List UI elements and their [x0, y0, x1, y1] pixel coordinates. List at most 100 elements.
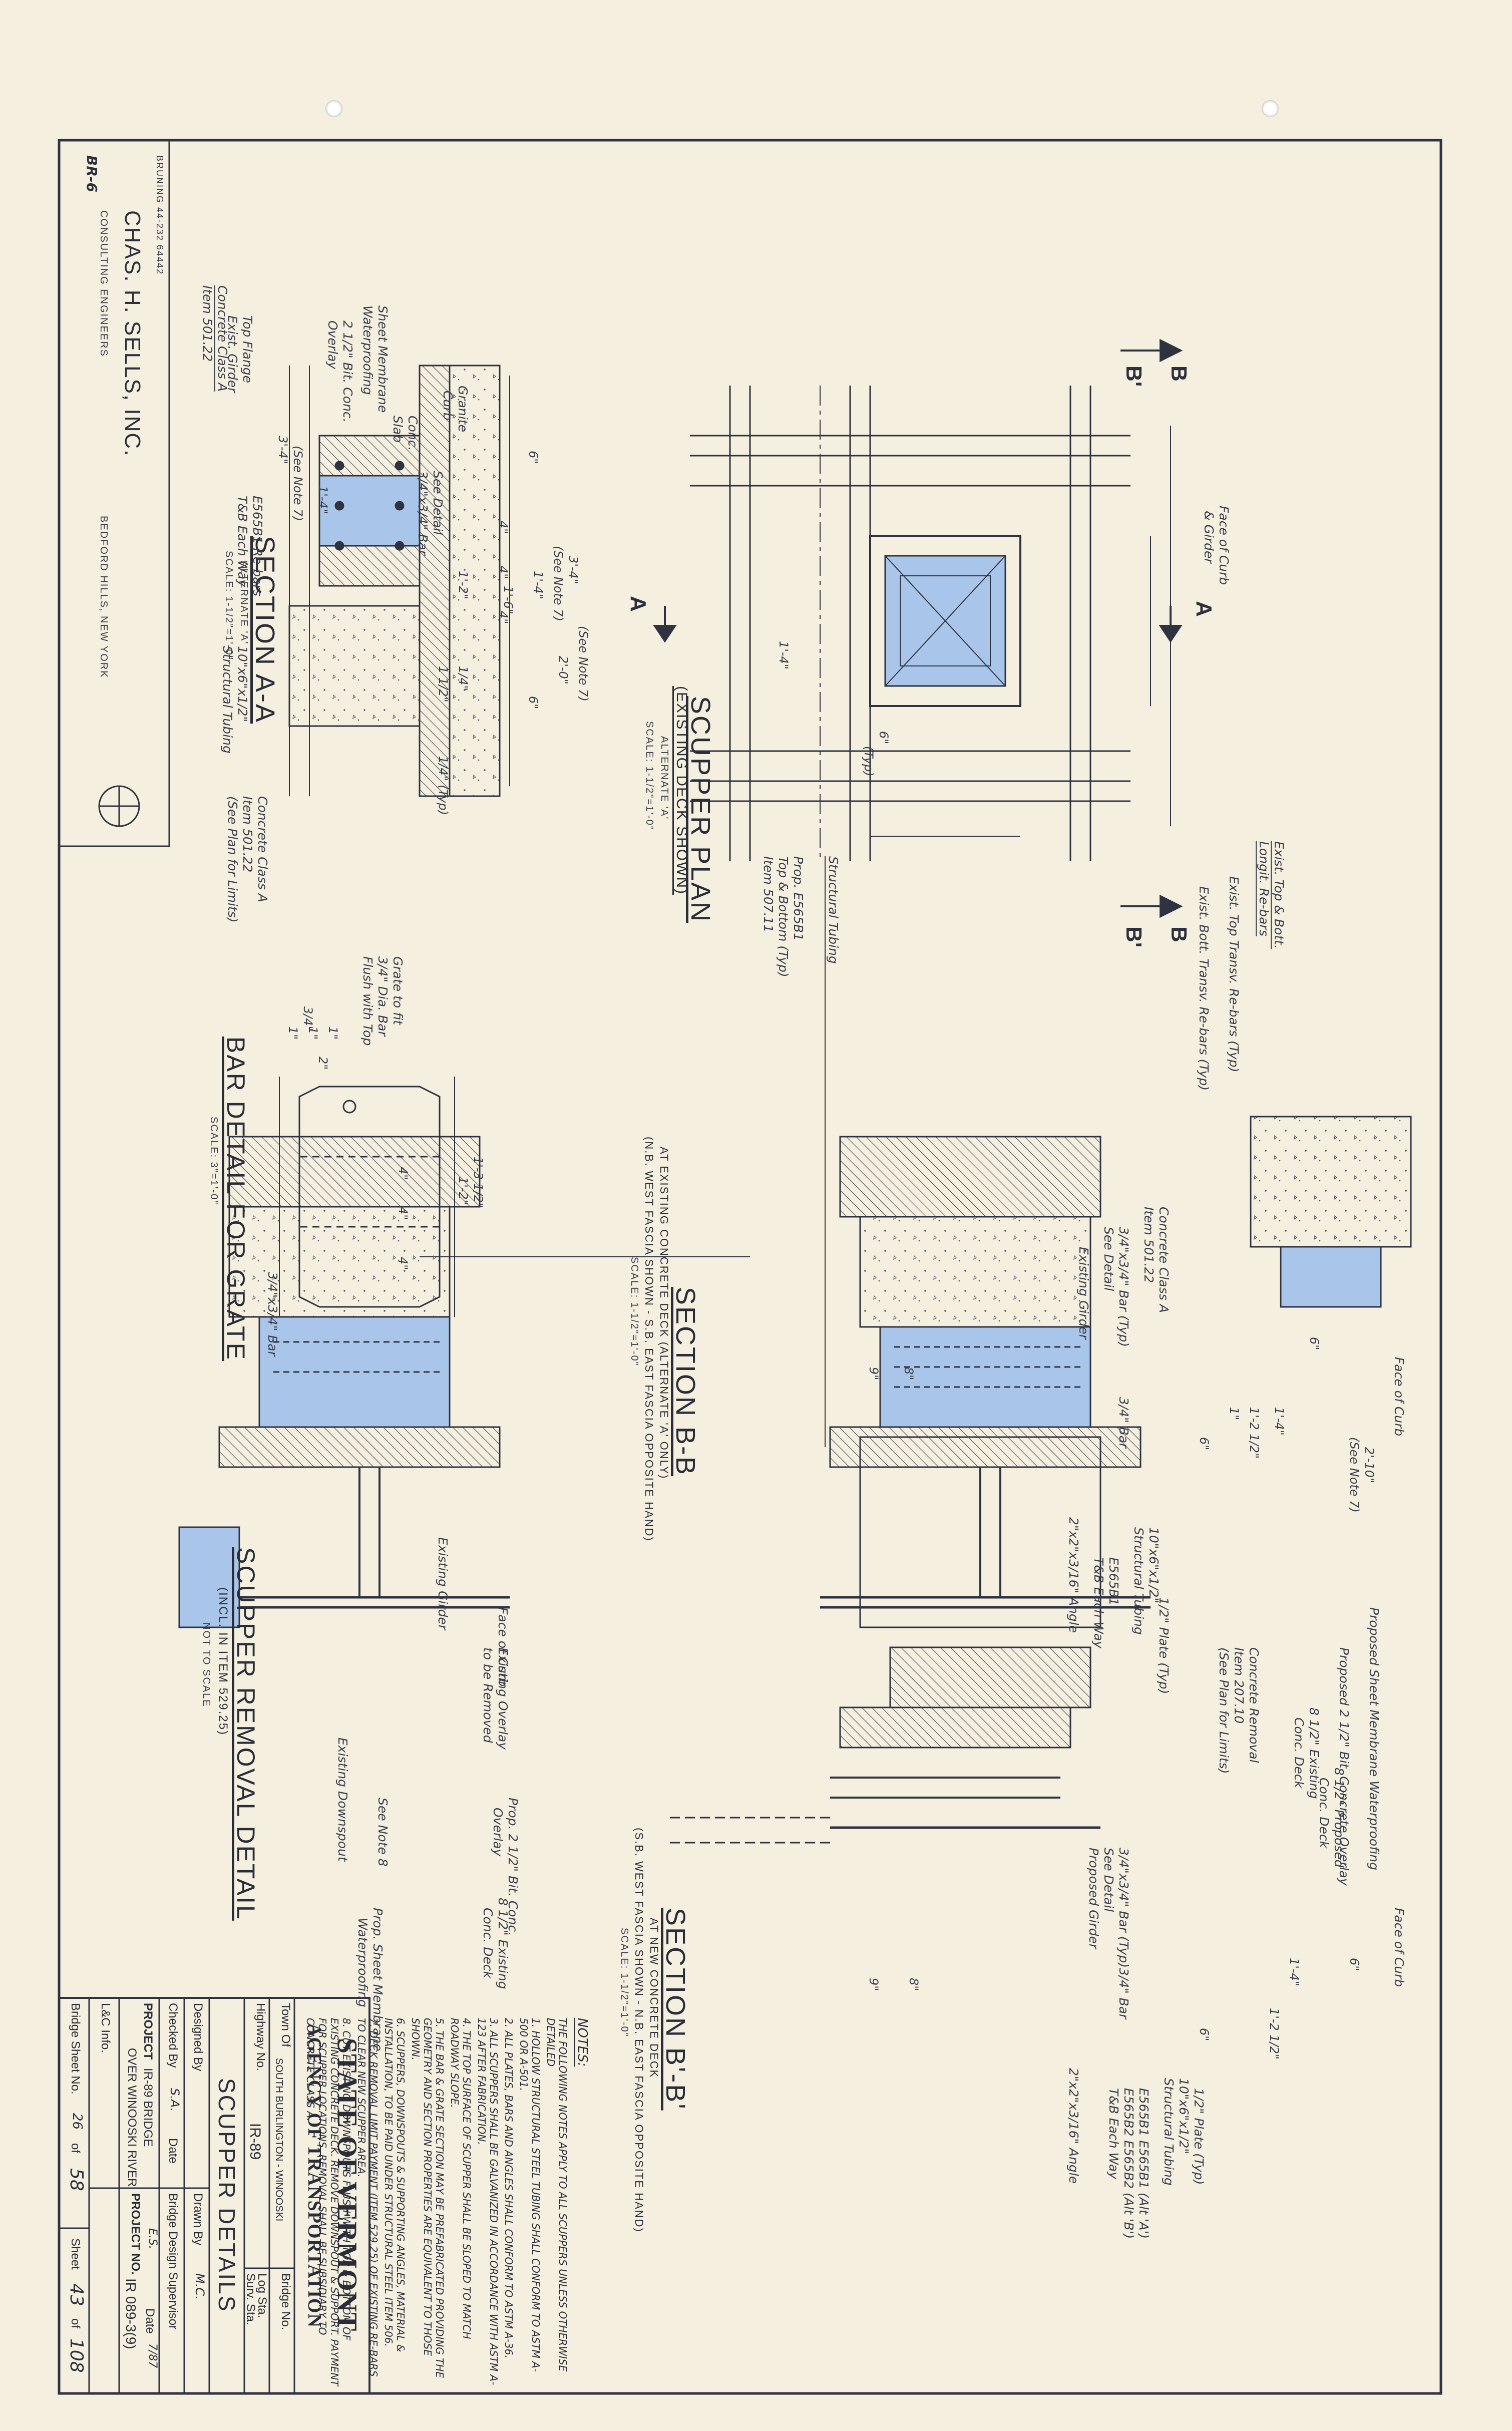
aa-see-note-7: (See Note 7) — [551, 546, 565, 621]
bbp-bar: 3/4" Bar — [1116, 1968, 1131, 2019]
tb-project-no-label: PROJECT NO. — [129, 2193, 142, 2275]
section-bb-title: SECTION B-B — [670, 1287, 700, 1477]
bar-grate-note-2: 3/4" Dia. Bar — [375, 956, 390, 1036]
aa-rebars: E565B1 Re-bars — [250, 496, 265, 596]
bb-see-plan: (See Plan for Limits) — [1217, 1647, 1231, 1774]
aa-each-way: T&B Each Way — [235, 496, 250, 587]
bar-dim-5: 2" — [316, 1057, 330, 1070]
bbp-dim-3: 1'-2 1/2" — [1267, 2008, 1281, 2060]
tb-highway-value: IR-89 — [247, 2123, 263, 2160]
plan-dim-2: 1'-4" — [316, 486, 330, 514]
tb-sheet-total: 108 — [66, 2338, 87, 2373]
aa-dim-4: 4" — [496, 521, 510, 534]
drawing-content: BRUNING 44-232 64442 BR-6 CHAS. H. SELLS… — [49, 125, 1451, 2408]
tb-checked-by-label: Checked By — [166, 2003, 180, 2068]
rd-conc-deck: Conc. Deck — [481, 1908, 495, 1979]
aa-sheet-membrane: Sheet Membrane — [375, 305, 390, 413]
tb-bridge-sheet-label: Bridge Sheet No. — [69, 2003, 82, 2095]
bb-concrete-item: Item 501.22 — [1142, 1207, 1156, 1283]
sheet-code: BR-6 — [84, 155, 100, 193]
bbp-rebars-1: E565B1 E565B1 (Alt 'A') — [1137, 2088, 1151, 2239]
bbp-proposed-girder: Proposed Girder — [1086, 1848, 1101, 1949]
bb-each-way: T&B Each Way — [1091, 1557, 1106, 1648]
bb-plate: 1/2" Plate (Typ) — [1157, 1597, 1171, 1694]
bb-bar: 3/4" Bar — [1116, 1397, 1131, 1449]
bb-prop-conc-deck: Conc. Deck — [1317, 1778, 1331, 1849]
plan-concrete-item: Item 501.22 — [200, 285, 215, 362]
aa-top-flange: Top Flange — [240, 315, 255, 384]
scupper-plan-scale: SCALE: 1-1/2"=1'-0" — [644, 721, 655, 831]
bb-dim-7: 6" — [1197, 1437, 1211, 1451]
bar-dim-3: 1" — [306, 1026, 320, 1040]
rd-to-be-removed: to be Removed — [481, 1647, 495, 1743]
tb-bridge-sheet-no: 26 — [70, 2113, 85, 2130]
tb-bridge-sheet-total: 58 — [66, 2168, 87, 2191]
plan-exist-top-transv: Exist. Top Transv. Re-bars (Typ) — [1227, 876, 1241, 1073]
aa-see-plan: (See Plan for Limits) — [225, 796, 240, 923]
bb-proposed-deck: 8 1/2" Proposed — [1332, 1768, 1346, 1868]
rd-overlay: Overlay — [491, 1808, 505, 1857]
bbp-dim-5: 8" — [907, 1978, 921, 1991]
bbp-face-of-curb: Face of Curb — [1392, 1908, 1406, 1987]
plan-prop-rebars: Prop. E565B1 — [791, 856, 806, 941]
aa-slab: Slab — [391, 416, 405, 443]
bar-dim-6: 4" — [396, 1167, 410, 1180]
firm-location: BEDFORD HILLS, NEW YORK — [98, 516, 109, 678]
title-block-linework — [58, 1997, 370, 2394]
tb-town-value: SOUTH BURLINGTON - WINOOSKI — [273, 2058, 284, 2222]
tb-date-label: Date — [166, 2138, 180, 2164]
tb-supervisor-label: Bridge Design Supervisor — [166, 2193, 180, 2330]
bbp-structural-tubing: Structural Tubing — [1162, 2078, 1176, 2186]
rd-existing-overlay: Existing Overlay — [496, 1647, 510, 1750]
bar-label: 3/4"x3/4" Bar — [265, 1272, 280, 1356]
plan-face-of-curb: Face of Curb — [1217, 506, 1231, 585]
tb-lc-info-label: L&C Info. — [99, 2003, 112, 2053]
section-aa-scale: SCALE: 1-1/2"=1'-0" — [223, 551, 234, 660]
bbp-dim-2: 6" — [1347, 1958, 1361, 1971]
tb-state: STATE OF VERMONT — [331, 2038, 362, 2332]
section-bb-scale: SCALE: 1-1/2"=1'-0" — [629, 1257, 640, 1366]
aa-conc: Conc. — [406, 416, 420, 451]
section-bb-linework — [420, 856, 1412, 1609]
note-item: 2. ALL PLATES, BARS AND ANGLES SHALL CON… — [503, 2018, 515, 2358]
firm-name: CHAS. H. SELLS, INC. — [120, 210, 145, 457]
note-item: 1. HOLLOW STRUCTURAL STEEL TUBING SHALL … — [518, 2018, 542, 2372]
aa-bar: 3/4"x3/4" Bar — [416, 471, 430, 555]
bb-face-of-curb: Face of Curb — [1392, 1357, 1406, 1437]
tb-designed-by-label: Designed By — [191, 2003, 205, 2071]
scupper-plan-alternate: ALTERNATE 'A' — [659, 736, 670, 820]
section-bb-prime-subtitle-1: AT NEW CONCRETE DECK — [648, 1918, 660, 2078]
aa-dim-3: 1'-4" — [531, 571, 545, 599]
section-arrows — [653, 338, 1183, 918]
plan-typ: (Typ) — [862, 746, 876, 777]
tb-project-value-2: OVER WINOOSKI RIVER — [125, 2048, 139, 2187]
tb-checked-by-value: S.A. — [168, 2088, 182, 2112]
bar-detail-scale: SCALE: 3"=1'-0" — [208, 1117, 219, 1205]
section-bb-prime-scale: SCALE: 1-1/2"=1'-0" — [619, 1928, 630, 2037]
tb-bridge-no-label: Bridge No. — [279, 2273, 292, 2330]
section-aa-linework — [288, 365, 510, 797]
bb-dim-3: 1'-4" — [1272, 1407, 1286, 1436]
aa-tubing-size: 10"x6"x1/2" — [235, 646, 250, 723]
punch-hole-bottom — [1262, 100, 1279, 117]
bbp-dim-4: 9" — [867, 1978, 881, 1991]
bbp-tubing-size: 10"x6"x1/2" — [1177, 2078, 1191, 2155]
note-item: 5. THE BAR & GRATE SECTION MAY BE PREFAB… — [410, 2018, 446, 2378]
note-item: THE FOLLOWING NOTES APPLY TO ALL SCUPPER… — [545, 2018, 569, 2372]
plan-dim-4: 2'-0" — [556, 656, 570, 684]
bar-dim-2: 1" — [326, 1026, 340, 1040]
removal-detail-subtitle: (INCL. IN ITEM 529.25) — [216, 1587, 230, 1736]
bb-dim-4: 1'-2 1/2" — [1247, 1407, 1261, 1459]
tb-agency: AGENCY OF TRANSPORTATION — [304, 2023, 325, 2328]
aa-dim-1: 3'-4" — [566, 556, 580, 584]
section-bb-prime-title: SECTION B'-B' — [660, 1908, 690, 2111]
marker-b-prime-top: B' — [1121, 366, 1146, 387]
aa-overlay: Overlay — [325, 320, 340, 370]
section-bb-subtitle-2: (N.B. WEST FASCIA SHOWN - S.B. EAST FASC… — [643, 1137, 655, 1542]
vendor-mark: BRUNING 44-232 64442 — [155, 155, 165, 275]
bbp-rebars-2: E565B2 E565B2 (Alt 'B') — [1121, 2088, 1136, 2239]
plan-prop-rebars-item: Item 507.11 — [761, 856, 776, 933]
plan-structural-tubing: Structural Tubing — [826, 856, 841, 964]
bar-detail-title: BAR DETAIL FOR GRATE — [222, 1036, 250, 1361]
bar-dim-9: 1'-2" — [456, 1177, 470, 1205]
